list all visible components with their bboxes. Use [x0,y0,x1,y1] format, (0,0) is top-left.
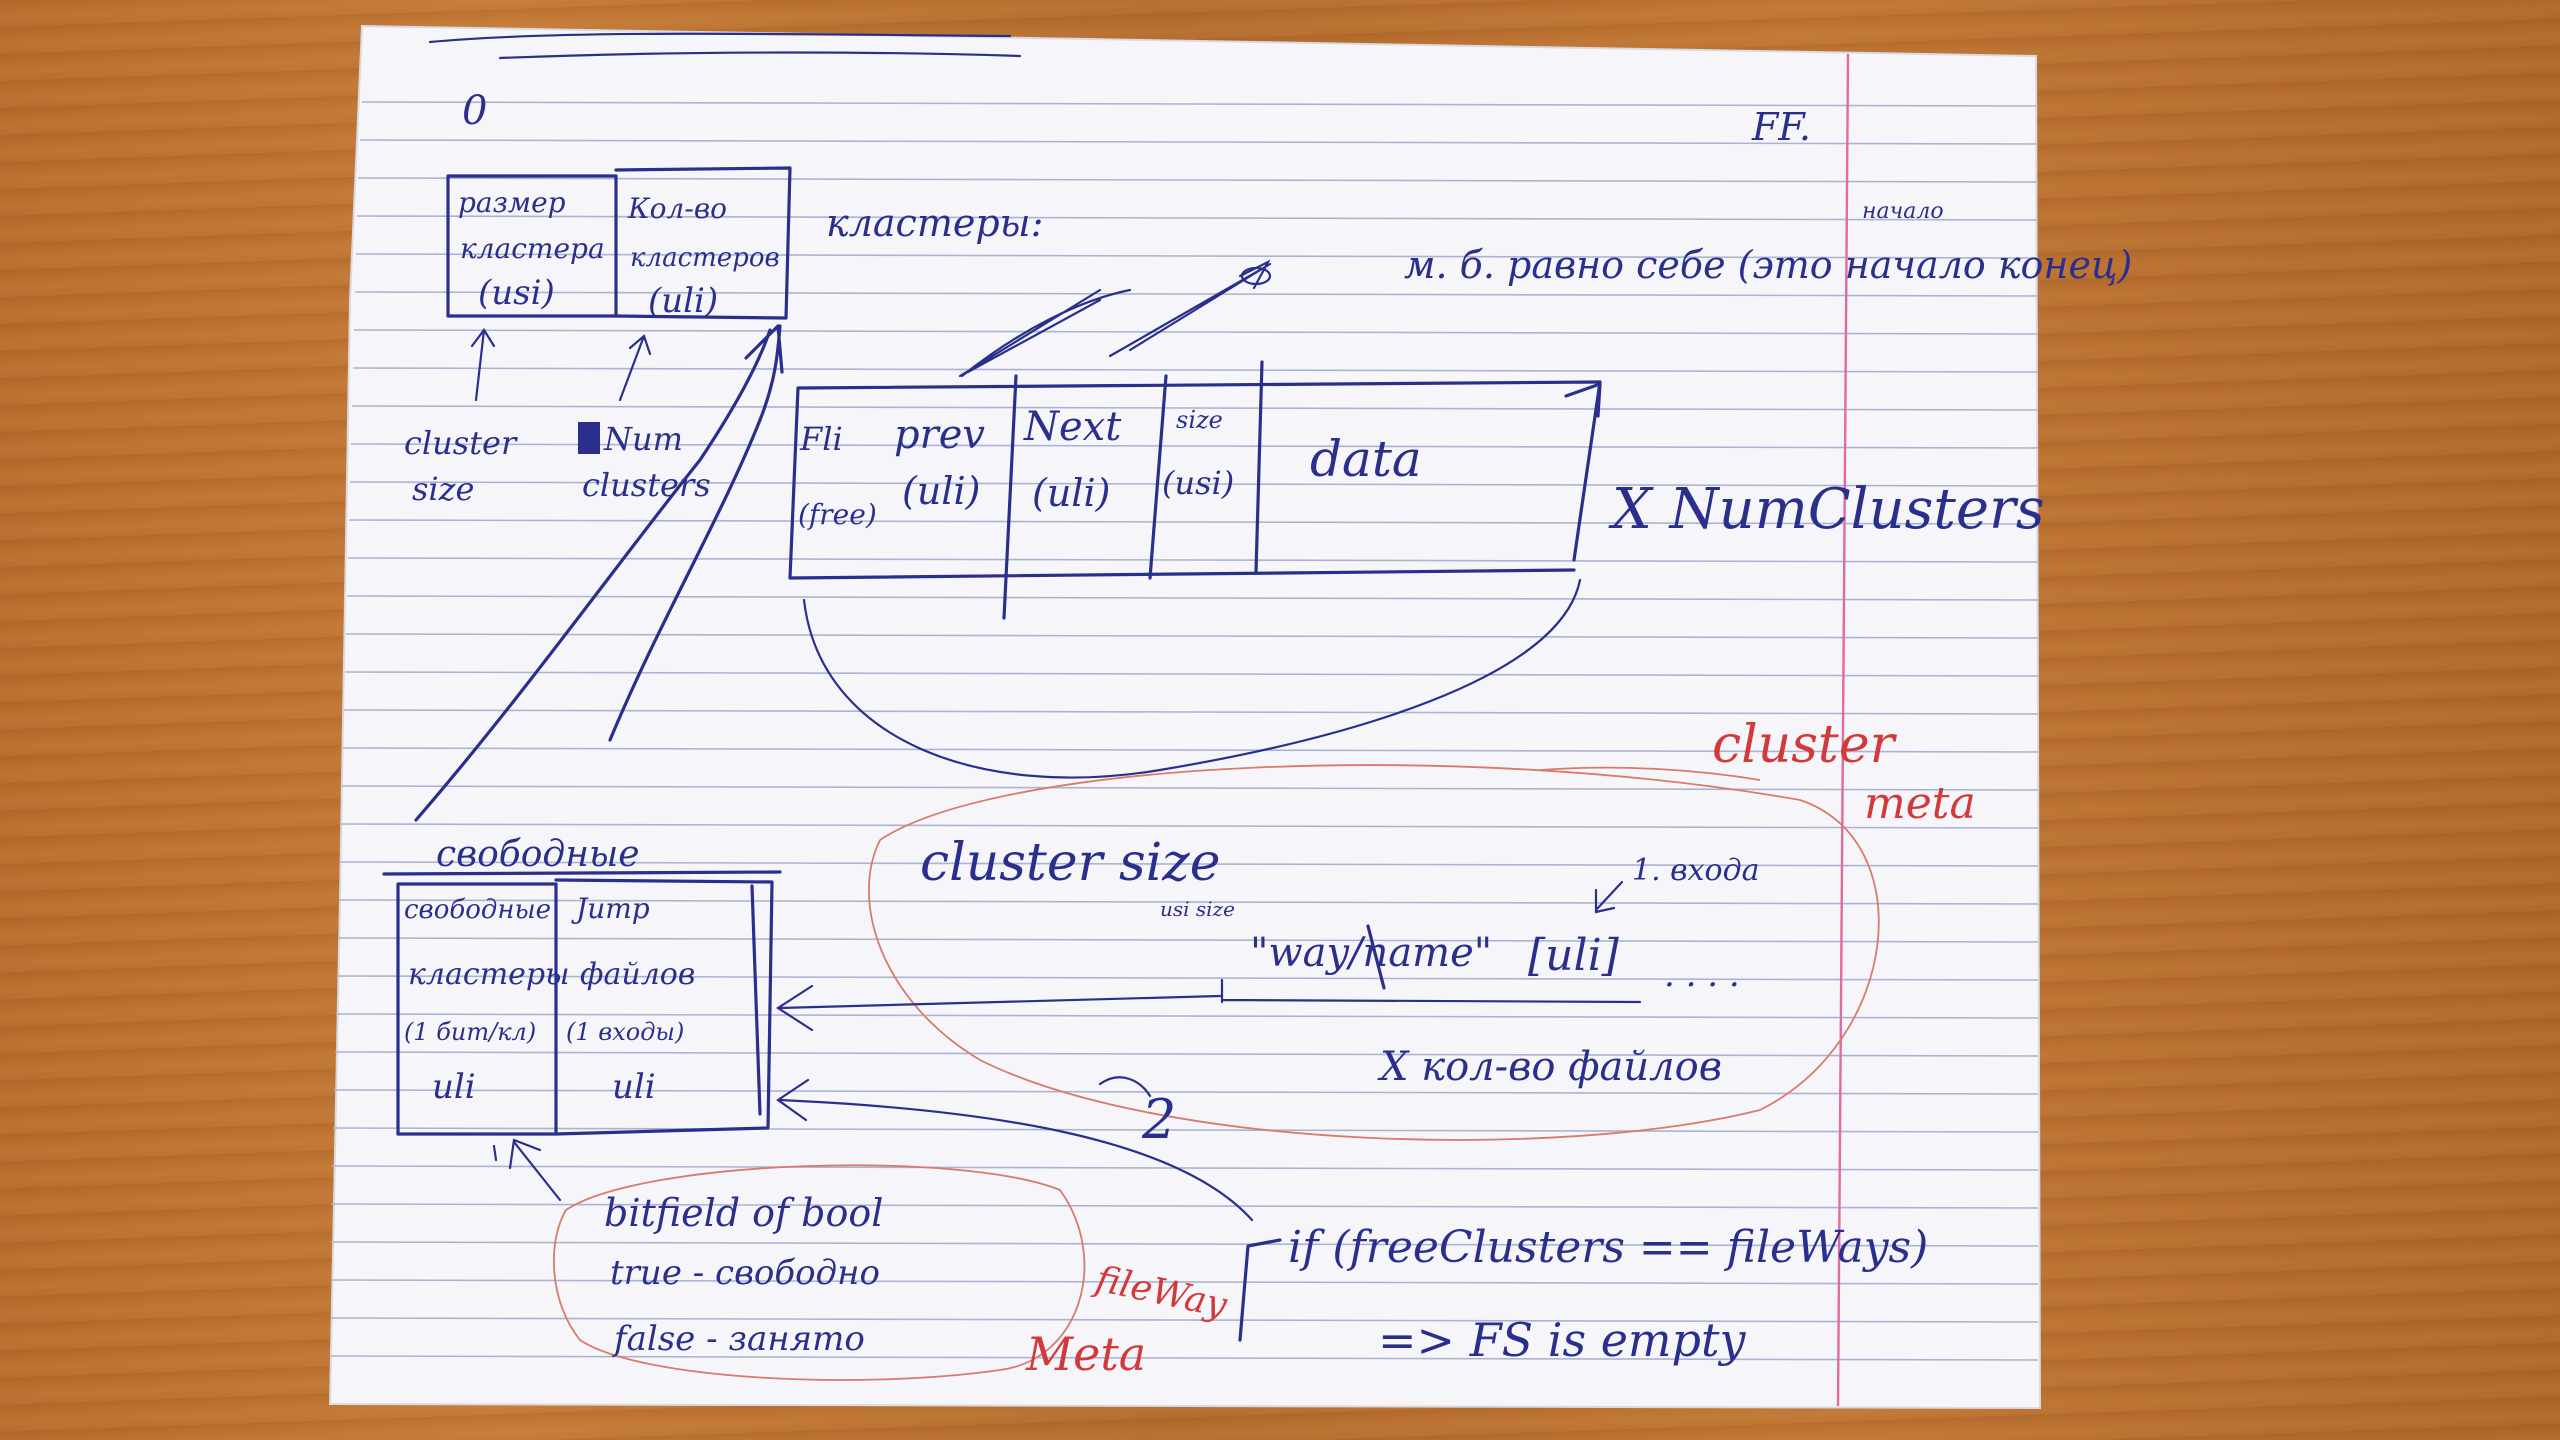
cluster-size-text: cluster size [920,833,1220,893]
small-left-text: usi size [1160,897,1235,921]
svg-text:кластеров: кластеров [630,243,780,273]
header-block: размер кластера (usi) Кол-во кластеров (… [446,166,1043,321]
times-files: X кол-во файлов [1377,1044,1722,1090]
cluster-meta-label: cluster meta [1712,715,1976,829]
bitfield-text: bitfield of bool true - свободно false -… [604,1191,883,1359]
self-reference-note: м. б. равно себе (это начало конец) [1404,243,2132,287]
svg-text:bitfield of bool: bitfield of bool [604,1191,883,1235]
svg-text:Num: Num [603,420,683,458]
svg-text:файлов: файлов [580,957,695,992]
free-heading: свободные [436,834,640,875]
svg-text:(uli): (uli) [902,469,980,513]
clusters-heading: кластеры: [826,201,1043,245]
svg-text:кластеры: кластеры [408,957,570,992]
cluster-meta-outline [1539,766,1761,781]
bitfield-outline [553,1164,1086,1381]
cluster-count-cell: Кол-во кластеров (uli) [627,192,780,321]
svg-text:cluster: cluster [404,424,518,462]
free-left-cell: свободные кластеры (1 бит/кл) uli [404,895,570,1107]
svg-text:(uli): (uli) [648,281,718,321]
svg-text:false - занято: false - занято [611,1319,865,1359]
uli-field: [uli] [1528,930,1620,981]
svg-text:Next: Next [1023,404,1122,450]
svg-text:(usi): (usi) [478,273,555,313]
fileway-to-free-arrow [776,1078,1254,1222]
condition-block: if (freeClusters == fileWays) => FS is e… [1238,1222,1928,1367]
file-entry: cluster size usi size "way/name" [uli] 1… [920,833,1760,1090]
svg-text:uli: uli [612,1067,656,1107]
entry-marker: 1. входа [1632,853,1760,888]
svg-text:meta: meta [1864,778,1976,829]
cell-fli: Fli (free) [798,420,877,531]
svg-text:true - свободно: true - свободно [610,1253,880,1293]
condition-if: if (freeClusters == fileWays) [1288,1222,1928,1273]
svg-text:(uli): (uli) [1032,471,1110,515]
cell-data: data [1310,430,1422,488]
svg-text:(1 входы): (1 входы) [566,1018,684,1046]
pointer-arrows [958,259,1272,378]
cell-size: size (usi) [1162,406,1234,502]
arrow-cluster-size [470,328,496,402]
free-block: свободные свободные кластеры (1 бит/кл) … [382,834,1254,1222]
note-corner: начало [1862,199,1944,224]
file-entry-to-free-arrow [775,984,1222,1032]
free-to-header-arrow [414,324,784,822]
cluster-size-cell: размер кластера (usi) [458,186,605,313]
squiggle-tail [1098,1076,1152,1098]
entry-marker-arrow [1594,880,1624,914]
svg-text:size: size [412,470,474,508]
svg-text:prev: prev [894,412,985,458]
arrow-num-clusters [618,334,652,402]
margin-line [1836,53,1850,1407]
label-cluster-size: cluster size [404,424,518,508]
svg-text:cluster: cluster [1712,715,1898,775]
ellipsis: . . . . [1664,955,1740,995]
cluster-row-loop [802,578,1582,779]
svg-text:uli: uli [432,1067,476,1107]
svg-text:Meta: Meta [1025,1327,1146,1381]
svg-text:size: size [1176,406,1223,434]
svg-text:Fli: Fli [799,420,843,458]
svg-text:(1 бит/кл): (1 бит/кл) [404,1018,536,1046]
svg-text:размер: размер [458,186,566,219]
svg-text:(free): (free) [798,498,877,531]
svg-text:кластера: кластера [460,232,605,265]
top-scribble [428,32,1022,60]
file-entry-outline [868,764,1880,1141]
svg-text:Кол-во: Кол-во [627,192,727,225]
bitfield-arrow [508,1138,562,1202]
cluster-row: Fli (free) prev (uli) Next (uli) size (u… [788,360,2045,620]
ruled-lines [330,101,2039,1361]
cell-prev: prev (uli) [894,412,985,513]
cell-next: Next (uli) [1023,404,1122,515]
svg-text:Jump: Jump [571,892,650,925]
condition-then: => FS is empty [1378,1313,1746,1367]
corner-ff: FF. [1751,105,1811,149]
corner-zero: 0 [462,88,487,134]
free-right-cell: Jump файлов (1 входы) uli [566,892,695,1107]
pointer-loop [1240,266,1272,286]
svg-text:(usi): (usi) [1162,464,1234,502]
svg-text:свободные: свободные [404,895,551,925]
squiggle-two: 2 [1141,1088,1176,1151]
times-num-clusters: X NumClusters [1608,477,2045,542]
